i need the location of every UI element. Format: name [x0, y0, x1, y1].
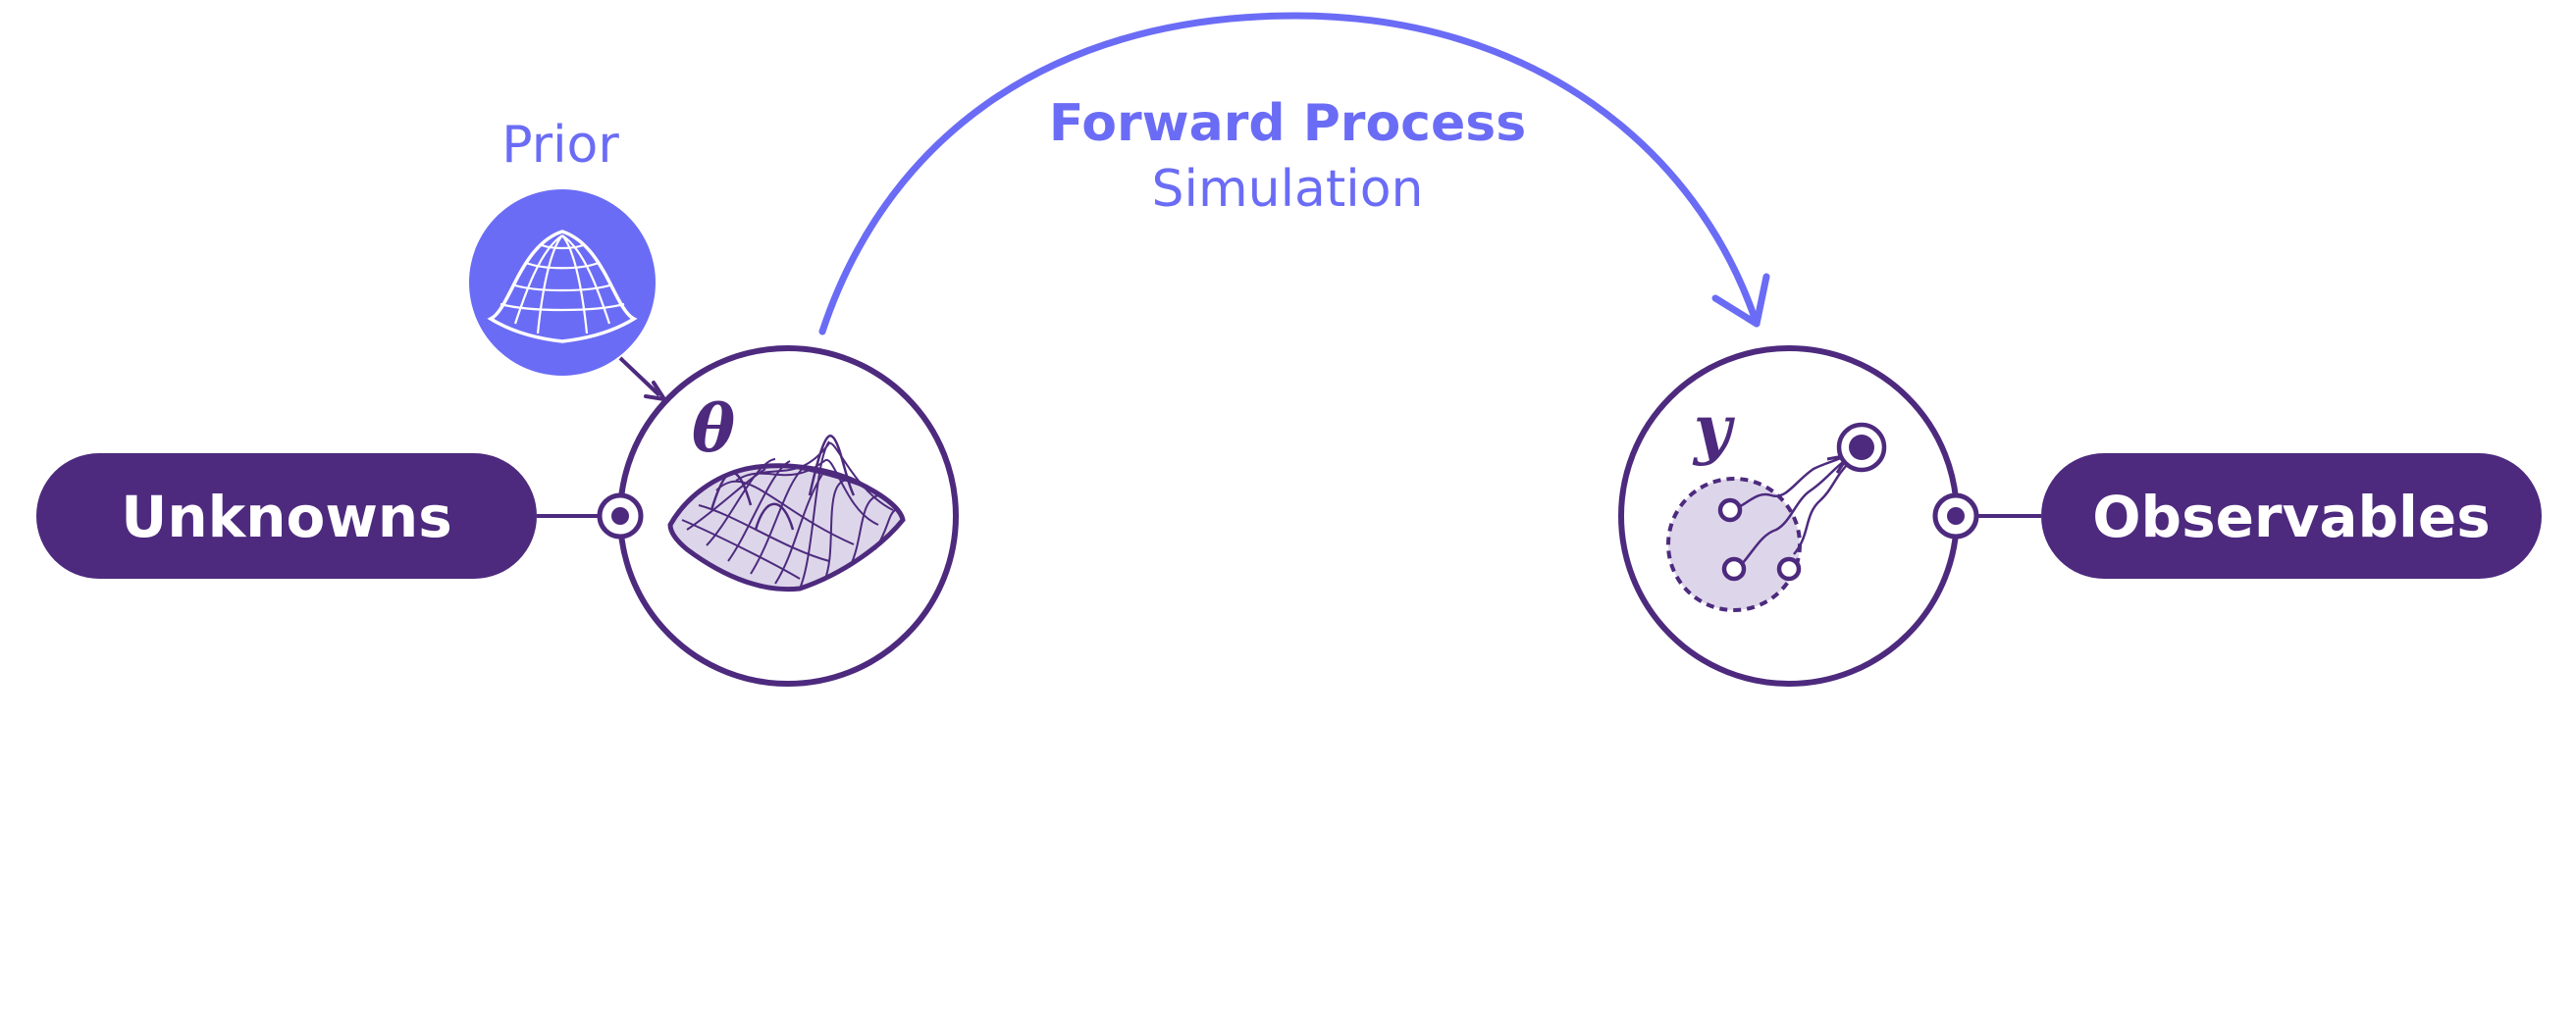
observables-pill: Observables — [2041, 453, 2542, 579]
gaussian-surface-icon — [487, 230, 638, 343]
y-symbol: y — [1692, 390, 1736, 467]
prior-node — [469, 189, 656, 376]
theta-symbol: θ — [692, 390, 735, 467]
observables-label: Observables — [2092, 484, 2491, 550]
sample-paths-icon — [1666, 422, 1887, 612]
forward-process-arrowhead — [1711, 273, 1770, 328]
forward-process-arc — [818, 12, 1761, 335]
observables-port — [1932, 492, 1979, 540]
unknowns-port — [597, 492, 644, 540]
unknowns-label: Unknowns — [121, 484, 452, 550]
unknowns-pill: Unknowns — [36, 453, 537, 579]
prior-label: Prior — [501, 116, 619, 175]
unknowns-node: θ — [617, 345, 959, 687]
observables-node: y — [1618, 345, 1960, 687]
forward-process-subtitle: Simulation — [1152, 160, 1424, 219]
prior-connector — [618, 356, 661, 397]
forward-process-title: Forward Process — [1049, 94, 1526, 153]
multimodal-surface-icon — [667, 435, 906, 592]
